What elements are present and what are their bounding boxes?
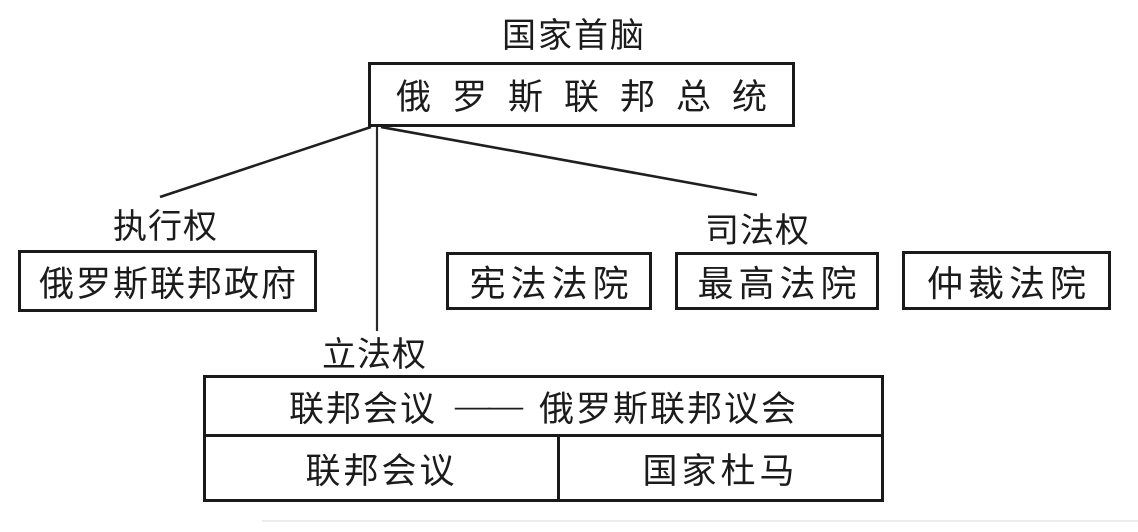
arbitration-court-label: 仲裁法院: [926, 263, 1091, 304]
line-to-executive: [159, 125, 372, 199]
line-to-judicial: [380, 125, 758, 197]
dash-connector: ——: [455, 386, 523, 425]
supreme-court-box: 最高法院: [675, 252, 879, 310]
government-label: 俄罗斯联邦政府: [38, 264, 298, 304]
head-of-state-title: 国家首脑: [502, 18, 646, 55]
parliament-table: 联邦会议 —— 俄罗斯联邦议会 联邦会议 国家杜马: [203, 375, 884, 502]
chambers-row: 联邦会议 国家杜马: [206, 437, 881, 499]
constitutional-court-box: 宪法法院: [446, 252, 652, 310]
legislative-power-label: 立法权: [322, 337, 427, 374]
scan-artifact-line: [262, 520, 1138, 522]
arbitration-court-box: 仲裁法院: [902, 251, 1111, 310]
russian-parliament-label: 俄罗斯联邦议会: [539, 389, 799, 429]
president-label: 俄罗斯联邦总统: [395, 78, 788, 117]
judicial-power-label: 司法权: [705, 213, 810, 250]
government-box: 俄罗斯联邦政府: [18, 250, 317, 312]
state-duma-cell: 国家杜马: [560, 437, 881, 499]
federation-council-label: 联邦会议: [305, 451, 458, 491]
constitutional-court-label: 宪法法院: [469, 264, 634, 304]
state-duma-label: 国家杜马: [642, 451, 799, 491]
supreme-court-label: 最高法院: [697, 264, 862, 304]
president-box: 俄罗斯联邦总统: [368, 62, 795, 127]
federal-assembly-label: 联邦会议: [288, 389, 437, 429]
executive-power-label: 执行权: [113, 209, 218, 246]
federation-council-cell: 联邦会议: [206, 437, 560, 499]
federal-assembly-row: 联邦会议 —— 俄罗斯联邦议会: [206, 378, 881, 437]
